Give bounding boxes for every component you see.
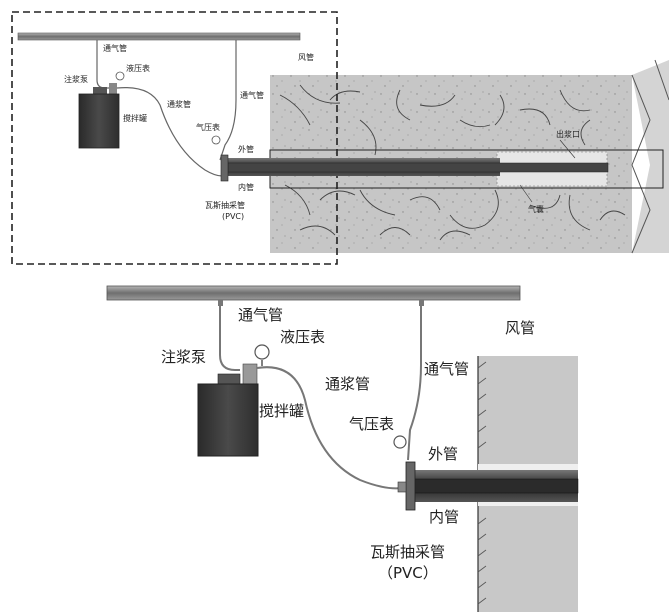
- bottom-grout-nozzle: [397, 481, 407, 493]
- bottom-vent-connector-1: [218, 300, 223, 306]
- top-label-air-duct: 风管: [298, 52, 314, 62]
- bottom-label-air-gauge: 气压表: [349, 415, 394, 433]
- top-label-gas-pipe: 瓦斯抽采管: [205, 200, 245, 210]
- top-air-gauge: [211, 135, 221, 145]
- top-rock-crack: [631, 74, 651, 254]
- bottom-hydraulic-gauge: [254, 344, 270, 360]
- bottom-vent-pipe-2: [407, 306, 422, 461]
- top-detail-dashed-frame: [11, 11, 338, 265]
- bottom-label-gas-pipe: 瓦斯抽采管: [370, 543, 445, 561]
- top-label-grout-pipe: 通浆管: [167, 99, 191, 109]
- bottom-label-outer-pipe: 外管: [428, 445, 458, 463]
- top-label-outer-pipe: 外管: [238, 144, 254, 154]
- top-pump-head: [109, 83, 117, 94]
- bottom-mixing-tank: [197, 383, 259, 457]
- bottom-air-gauge: [393, 435, 407, 449]
- top-label-mixing-tank: 搅拌罐: [123, 113, 147, 123]
- top-airbag-leader: [519, 184, 533, 203]
- bottom-label-vent-pipe-2: 通气管: [424, 360, 469, 378]
- top-label-vent-pipe-2: 通气管: [240, 90, 264, 100]
- bottom-label-grout-pipe: 通浆管: [325, 375, 370, 393]
- bottom-air-duct: [106, 285, 521, 301]
- top-mixing-tank: [78, 93, 120, 149]
- top-rock-crack-2: [654, 59, 669, 101]
- bottom-pump-head: [242, 363, 258, 385]
- top-label-hydraulic-gauge: 液压表: [126, 63, 150, 73]
- bottom-grout-pump: [217, 373, 241, 385]
- top-label-grout-pump: 注浆泵: [64, 74, 88, 84]
- bottom-label-pvc: （PVC）: [378, 564, 438, 582]
- top-outlet-leader: [559, 139, 576, 159]
- top-label-air-bag: 气囊: [528, 204, 544, 214]
- top-hydraulic-gauge: [115, 71, 125, 81]
- bottom-label-air-duct: 风管: [505, 319, 535, 337]
- top-air-duct: [17, 32, 301, 41]
- bottom-label-hydraulic-gauge: 液压表: [280, 328, 325, 346]
- top-label-outlet: 出浆口: [556, 129, 580, 139]
- bottom-vent-pipe-1: [219, 306, 240, 371]
- bottom-label-inner-pipe: 内管: [429, 508, 459, 526]
- bottom-inner-pipe: [413, 478, 579, 494]
- top-inner-pipe: [227, 162, 609, 173]
- top-rock-edge: [632, 60, 669, 253]
- top-fissures: [279, 84, 626, 241]
- top-vent-pipe-2: [219, 40, 237, 161]
- bottom-grout-pipe: [256, 366, 403, 490]
- bottom-vent-connector-2: [419, 300, 424, 306]
- top-diagram: 风管 通气管 液压表 注浆泵 搅拌罐 通浆管 通气管 气压表 外管 内管 瓦斯抽…: [11, 11, 669, 265]
- bottom-label-grout-pump: 注浆泵: [161, 348, 206, 366]
- top-grout-pump: [93, 87, 107, 94]
- bottom-label-mixing-tank: 搅拌罐: [259, 402, 304, 420]
- top-label-pvc: (PVC): [222, 212, 244, 221]
- bottom-label-vent-pipe-1: 通气管: [238, 306, 283, 324]
- top-flange: [220, 154, 229, 182]
- top-grout-pipe: [116, 87, 223, 177]
- top-label-inner-pipe: 内管: [238, 182, 254, 192]
- bottom-flange: [405, 461, 416, 511]
- bottom-rock-hatch: [477, 361, 487, 605]
- top-label-vent-pipe-1: 通气管: [103, 43, 127, 53]
- top-label-air-gauge: 气压表: [196, 122, 220, 132]
- bottom-diagram: 风管 通气管 液压表 注浆泵 搅拌罐 通浆管 通气管 气压表 外管 内管 瓦: [106, 285, 579, 612]
